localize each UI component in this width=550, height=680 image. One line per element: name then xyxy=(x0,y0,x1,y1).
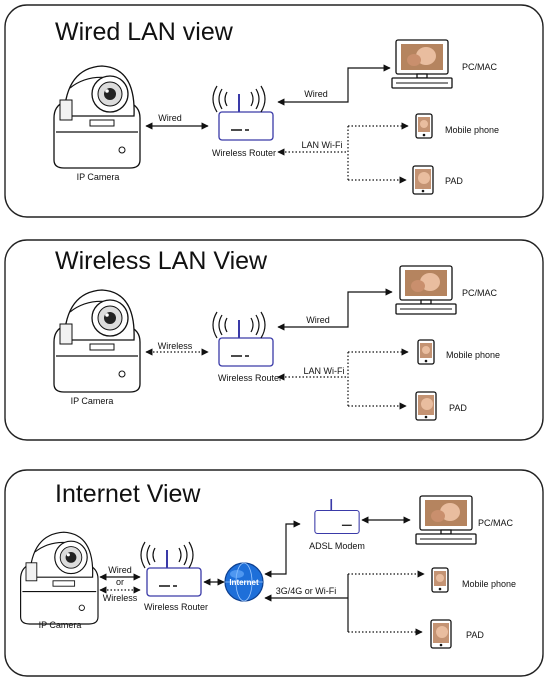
router-label: Wireless Router xyxy=(144,602,208,612)
mobile-phone-icon xyxy=(431,567,449,593)
panel-wired-lan: Wired LAN view IP Camera Wired Wireless … xyxy=(4,4,544,218)
pad-label: PAD xyxy=(466,630,484,640)
mobile-phone-label: Mobile phone xyxy=(446,350,500,360)
camera-link-label: Wireless xyxy=(158,341,193,351)
ip-camera-label: IP Camera xyxy=(77,172,120,182)
camera-link-or-label: or xyxy=(116,577,124,587)
camera-link-label: Wired xyxy=(158,113,182,123)
pc-link-label: Wired xyxy=(306,315,330,325)
pc-link-label: Wired xyxy=(304,89,328,99)
pad-icon xyxy=(430,619,452,649)
mobile-phone-icon xyxy=(415,113,433,139)
pc-label: PC/MAC xyxy=(462,62,498,72)
panel-wireless-lan: Wireless LAN View IP Camera Wireless Wir… xyxy=(4,239,544,441)
mobile-phone-label: Mobile phone xyxy=(462,579,516,589)
camera-link-wireless-label: Wireless xyxy=(103,593,138,603)
router-pc-link xyxy=(277,288,393,331)
mobile-phone-label: Mobile phone xyxy=(445,125,499,135)
pc-label: PC/MAC xyxy=(462,288,498,298)
ip-camera-label: IP Camera xyxy=(71,396,114,406)
pad-label: PAD xyxy=(449,403,467,413)
router-label: Wireless Router xyxy=(218,373,282,383)
mobile-link-label: 3G/4G or Wi-Fi xyxy=(276,586,337,596)
globe-icon xyxy=(224,562,264,602)
pad-icon xyxy=(412,165,434,195)
wifi-label: LAN Wi-Fi xyxy=(304,366,345,376)
pad-label: PAD xyxy=(445,176,463,186)
panel-internet: Internet View IP Camera Wired or Wireles… xyxy=(4,469,544,677)
camera-link-wired-label: Wired xyxy=(108,565,132,575)
panel-title: Wireless LAN View xyxy=(55,247,268,275)
pc-label: PC/MAC xyxy=(478,518,514,528)
panel-title: Internet View xyxy=(55,480,201,508)
panel-title: Wired LAN view xyxy=(55,18,234,46)
router-pc-link xyxy=(277,64,391,106)
pad-icon xyxy=(415,391,437,421)
pc-icon xyxy=(415,495,477,545)
mobile-phone-icon xyxy=(417,339,435,365)
globe-label: Internet xyxy=(229,578,259,587)
ip-camera-label: IP Camera xyxy=(39,620,82,630)
internet-modem-link xyxy=(264,520,301,578)
router-label: Wireless Router xyxy=(212,148,276,158)
pc-icon xyxy=(395,265,457,315)
pc-icon xyxy=(391,39,453,89)
modem-icon xyxy=(314,499,360,535)
modem-label: ADSL Modem xyxy=(309,541,365,551)
wifi-label: LAN Wi-Fi xyxy=(302,140,343,150)
